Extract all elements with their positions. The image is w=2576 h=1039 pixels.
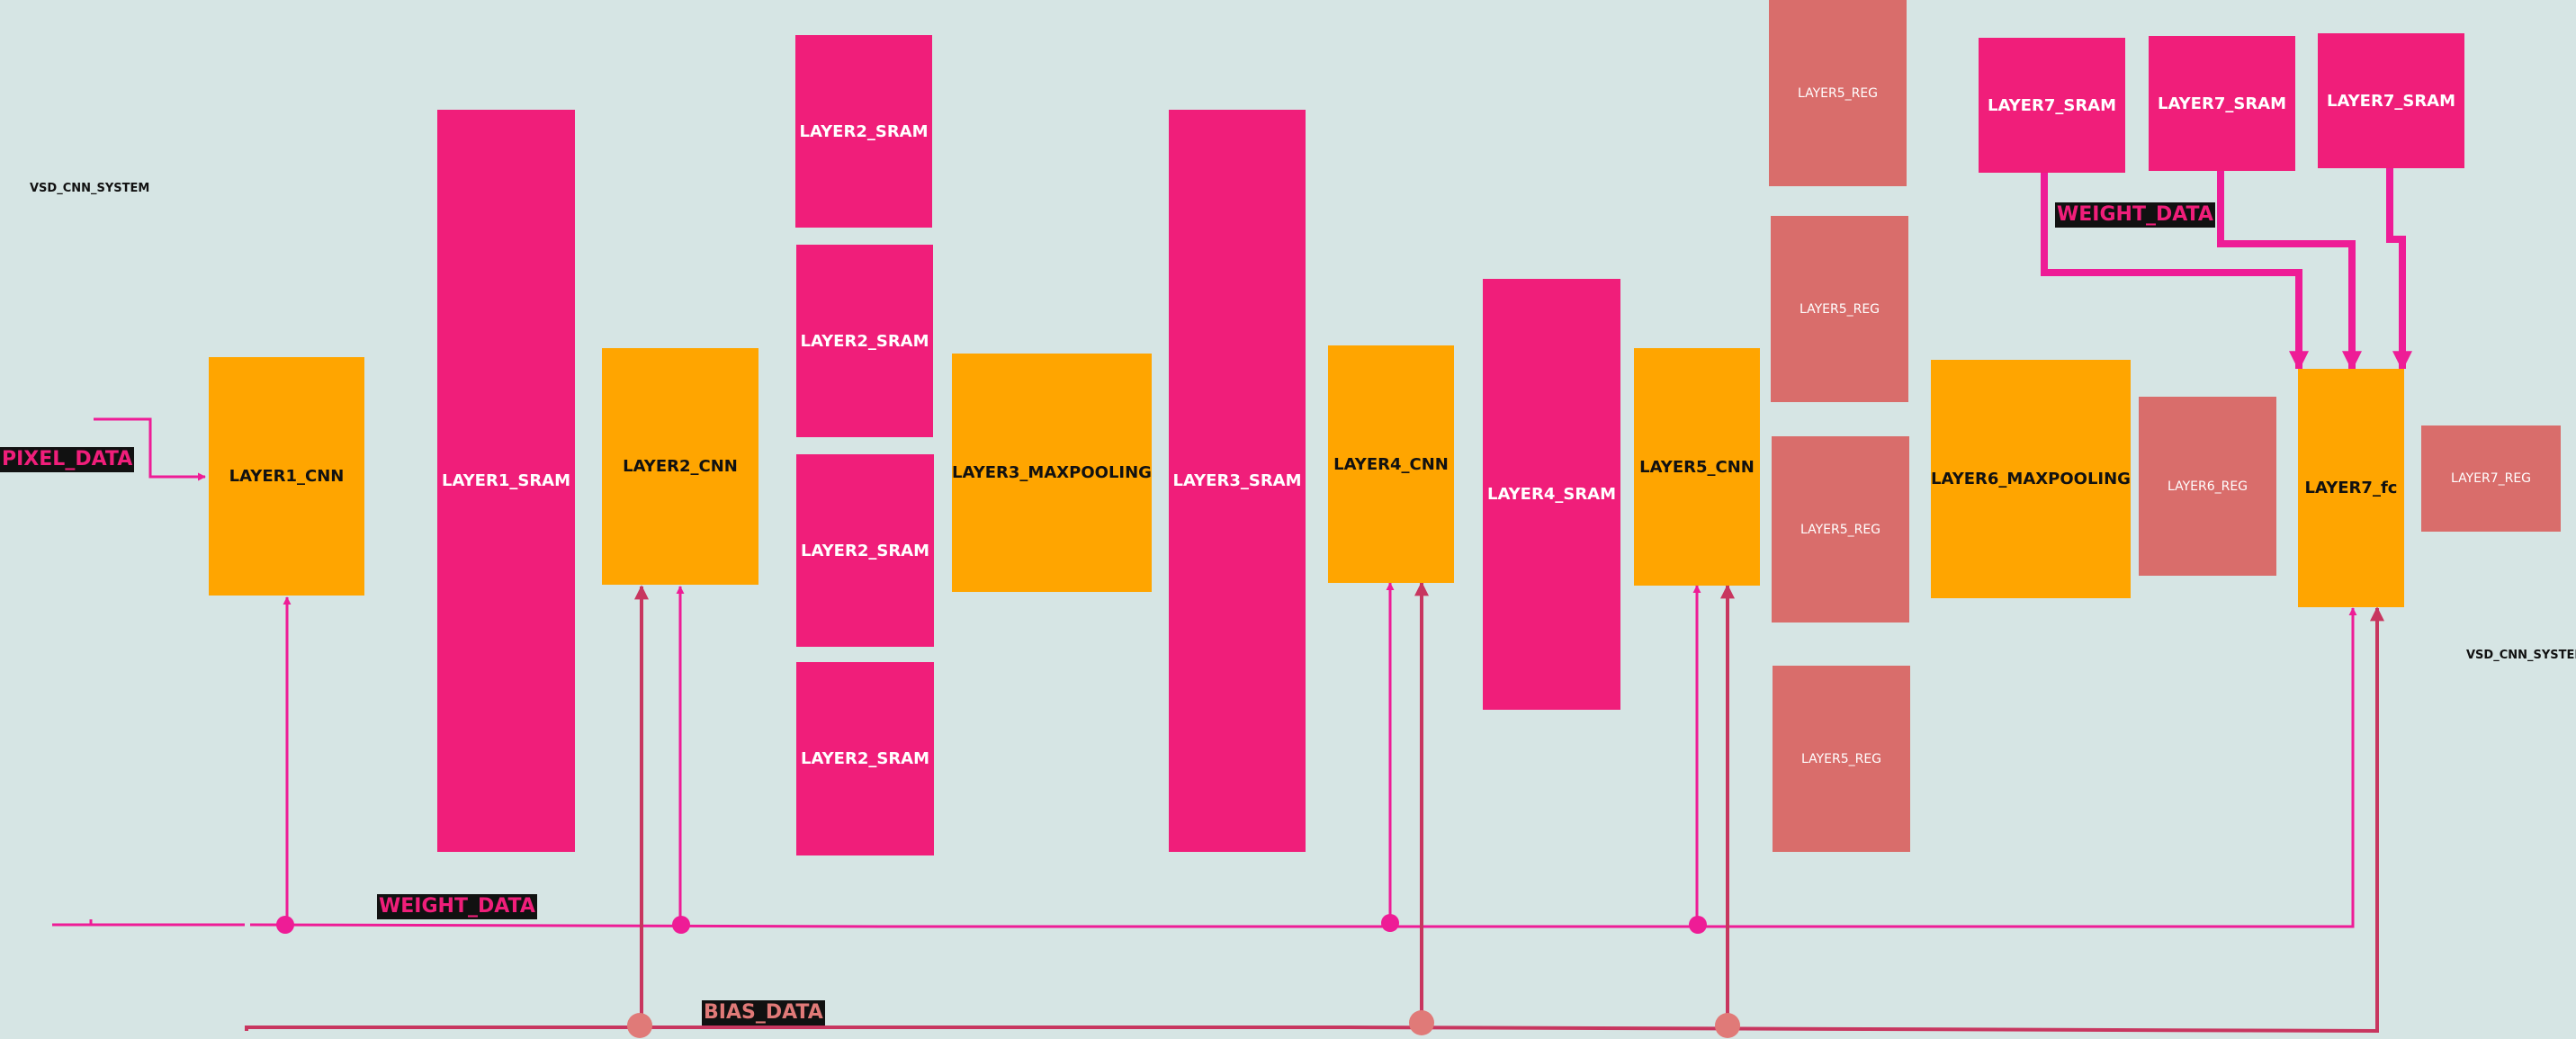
layer1-sram-block: LAYER1_SRAM — [437, 110, 575, 852]
layer5-reg-block-1: LAYER5_REG — [1769, 0, 1907, 186]
layer7-sram-block-1: LAYER7_SRAM — [1979, 38, 2125, 173]
system-label-top-left: VSD_CNN_SYSTEM — [30, 182, 150, 195]
weight-data-label-top: WEIGHT_DATA — [2055, 202, 2215, 228]
layer2-sram-block-3: LAYER2_SRAM — [796, 454, 934, 647]
weight-junction-layer1 — [276, 916, 294, 934]
bias-data-label: BIAS_DATA — [702, 1000, 825, 1026]
layer2-sram-block-2: LAYER2_SRAM — [796, 245, 933, 437]
pixel-data-wire — [94, 417, 206, 481]
layer2-sram-block-4: LAYER2_SRAM — [796, 662, 934, 855]
layer3-maxpooling-block: LAYER3_MAXPOOLING — [952, 354, 1152, 592]
bias-data-bus — [245, 606, 2384, 1034]
layer7-reg-block: LAYER7_REG — [2421, 425, 2561, 532]
weight-data-label-bottom: WEIGHT_DATA — [377, 894, 537, 919]
layer5-reg-block-3: LAYER5_REG — [1772, 436, 1909, 623]
layer6-maxpooling-block: LAYER6_MAXPOOLING — [1931, 360, 2131, 598]
bias-junction-layer5 — [1715, 1013, 1740, 1038]
pixel-data-label: PIXEL_DATA — [0, 447, 135, 472]
layer5-reg-block-4: LAYER5_REG — [1773, 666, 1910, 852]
layer7-fc-block: LAYER7_fc — [2298, 369, 2404, 607]
weight-junction-layer4 — [1381, 914, 1399, 932]
layer2-sram-block-1: LAYER2_SRAM — [795, 35, 932, 228]
weight-junction-layer5 — [1689, 916, 1707, 934]
layer5-cnn-block: LAYER5_CNN — [1634, 348, 1760, 586]
layer3-sram-block: LAYER3_SRAM — [1169, 110, 1306, 852]
layer7-weight-feed-1 — [2041, 173, 2309, 372]
layer4-sram-block: LAYER4_SRAM — [1483, 279, 1620, 710]
weight-data-bus — [249, 607, 2357, 928]
bias-junction-layer2 — [627, 1013, 652, 1038]
layer6-reg-block: LAYER6_REG — [2139, 397, 2276, 576]
layer2-cnn-block: LAYER2_CNN — [602, 348, 758, 585]
system-label-bottom-right: VSD_CNN_SYSTEM — [2466, 649, 2576, 662]
bias-junction-layer4 — [1409, 1010, 1434, 1035]
weight-junction-layer2 — [672, 916, 690, 934]
layer7-weight-feed-3 — [2386, 168, 2412, 372]
layer7-weight-feed-2 — [2217, 171, 2362, 372]
layer7-sram-block-2: LAYER7_SRAM — [2149, 36, 2295, 171]
layer7-sram-block-3: LAYER7_SRAM — [2318, 33, 2464, 168]
layer5-reg-block-2: LAYER5_REG — [1771, 216, 1908, 402]
layer1-cnn-block: LAYER1_CNN — [209, 357, 364, 596]
layer4-cnn-block: LAYER4_CNN — [1328, 345, 1454, 583]
